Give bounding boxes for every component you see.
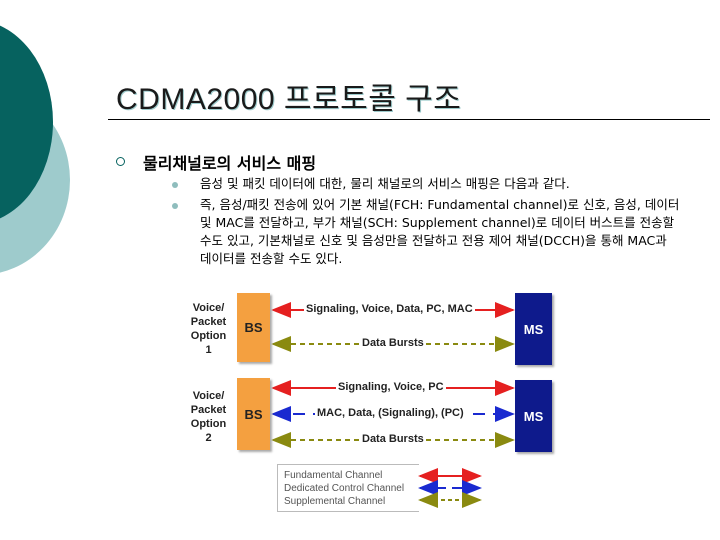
decor-circles: [0, 25, 70, 273]
bs-box: BS: [237, 293, 270, 362]
fch-label: Signaling, Voice, PC: [336, 381, 446, 393]
label-line: Option: [190, 418, 227, 430]
label-line: Option: [190, 330, 227, 342]
bs-box: BS: [237, 378, 270, 450]
title-divider: [108, 119, 710, 120]
decor-circle-dark: [0, 25, 53, 219]
section-heading: 물리채널로의 서비스 매핑: [143, 154, 317, 173]
legend-item: Dedicated Control Channel: [284, 483, 405, 494]
sch-label: Data Bursts: [360, 433, 426, 445]
label-line: Voice/: [192, 302, 225, 314]
option1-label: Voice/ Packet Option 1: [186, 301, 231, 357]
bullet-text: 즉, 음성/패킷 전송에 있어 기본 채널(FCH: Fundamental c…: [200, 197, 680, 266]
label-line: Voice/: [192, 390, 225, 402]
label-line: 2: [205, 432, 212, 444]
label-line: Packet: [190, 404, 227, 416]
bullet-icon: [172, 182, 178, 188]
sch-label: Data Bursts: [360, 337, 426, 349]
label-line: Packet: [190, 316, 227, 328]
legend-item: Supplemental Channel: [284, 496, 386, 507]
ms-box: MS: [515, 293, 552, 365]
legend-item: Fundamental Channel: [284, 470, 383, 481]
slide-title: CDMA2000 프로토콜 구조: [116, 83, 462, 116]
label-line: 1: [205, 344, 212, 356]
bullet-icon: [116, 157, 125, 166]
ms-box: MS: [515, 380, 552, 452]
fch-label: Signaling, Voice, Data, PC, MAC: [304, 303, 475, 315]
bullet-text: 음성 및 패킷 데이터에 대한, 물리 채널로의 서비스 매핑은 다음과 같다.: [200, 176, 570, 191]
dcch-label: MAC, Data, (Signaling), (PC): [315, 407, 466, 419]
legend: Fundamental Channel Dedicated Control Ch…: [277, 464, 419, 512]
bullet-icon: [172, 203, 178, 209]
option2-label: Voice/ Packet Option 2: [186, 389, 231, 445]
